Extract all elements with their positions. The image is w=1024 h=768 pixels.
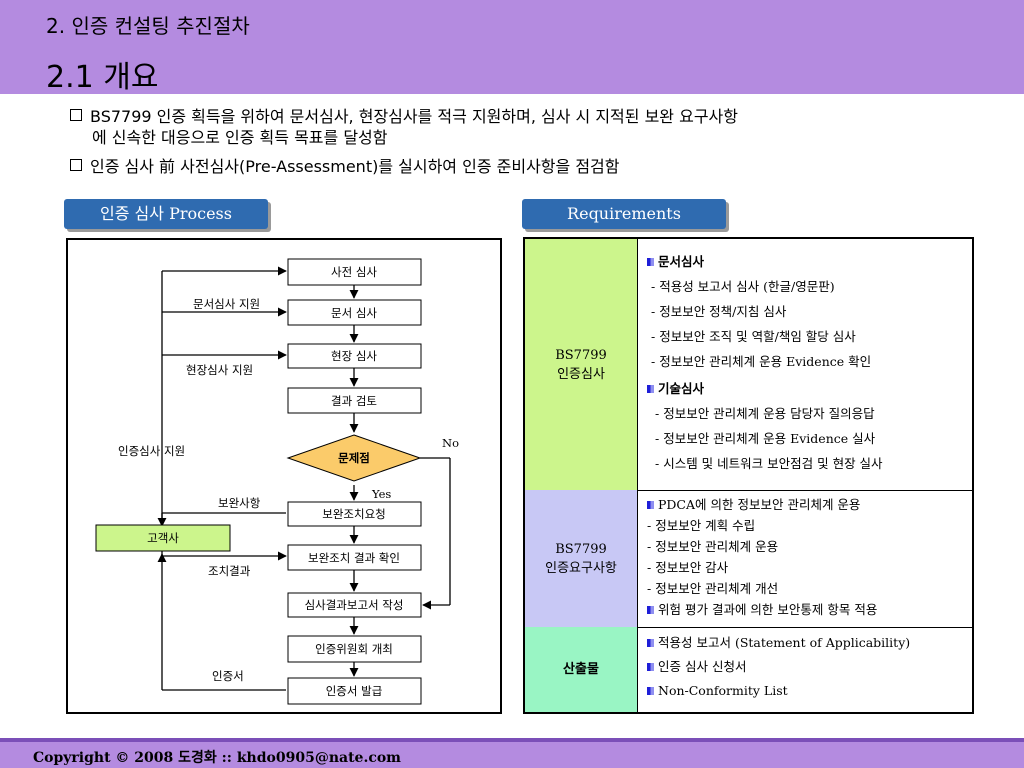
bullet-1-line-1: BS7799 인증 획득을 위하여 문서심사, 현장심사를 적극 지원하며, 심… bbox=[90, 107, 738, 126]
bullet-item-2: 인증 심사 前 사전심사(Pre-Assessment)를 실시하여 인증 준비… bbox=[70, 156, 619, 177]
list-item: - 정보보안 관리체계 운용 bbox=[647, 539, 779, 554]
step-box bbox=[287, 343, 422, 369]
step-box bbox=[287, 387, 422, 414]
row-header-line: 산출물 bbox=[563, 662, 599, 677]
requirements-row-certification-audit: BS7799 인증심사 문서심사 - 적용성 보고서 심사 (한글/영문판) - … bbox=[525, 239, 972, 491]
step-label: 인증서 발급 bbox=[326, 684, 383, 698]
checkbox-bullet-icon bbox=[70, 109, 82, 121]
step-box bbox=[287, 592, 422, 618]
row-body: PDCA에 의한 정보보안 관리체계 운용 - 정보보안 계획 수립 - 정보보… bbox=[647, 494, 967, 620]
requirements-row-deliverables: 산출물 적용성 보고서 (Statement of Applicability)… bbox=[525, 627, 972, 712]
step-label: 사전 심사 bbox=[331, 265, 377, 279]
list-item: - 정보보안 정책/지침 심사 bbox=[651, 304, 787, 319]
yes-label: Yes bbox=[371, 487, 391, 501]
bullet-square-icon bbox=[647, 687, 654, 695]
cert-support-label: 인증심사 지원 bbox=[118, 444, 185, 458]
no-label: No bbox=[442, 436, 459, 450]
customer-box bbox=[95, 524, 231, 552]
step-label: 결과 검토 bbox=[331, 394, 377, 408]
row-body: 적용성 보고서 (Statement of Applicability) 인증 … bbox=[647, 631, 967, 703]
step-box bbox=[287, 677, 422, 705]
step-box bbox=[287, 635, 422, 663]
slide-header bbox=[0, 0, 1024, 94]
list-item: - 정보보안 관리체계 운용 Evidence 확인 bbox=[651, 354, 872, 369]
footer-divider bbox=[0, 738, 1024, 742]
section-subtitle: 2. 인증 컨설팅 추진절차 bbox=[46, 14, 250, 38]
section-title: 기술심사 bbox=[647, 376, 967, 401]
bullet-square-icon bbox=[647, 606, 654, 614]
list-item: - 정보보안 계획 수립 bbox=[647, 518, 756, 533]
requirements-section-label: Requirements bbox=[522, 199, 726, 229]
list-item: - 정보보안 감사 bbox=[647, 560, 729, 575]
list-item: - 정보보안 관리체계 개선 bbox=[647, 581, 779, 596]
list-item: - 적용성 보고서 심사 (한글/영문판) bbox=[651, 279, 835, 294]
row-body: 문서심사 - 적용성 보고서 심사 (한글/영문판) - 정보보안 정책/지침 … bbox=[647, 249, 967, 476]
doc-support-label: 문서심사 지원 bbox=[193, 297, 260, 311]
process-flow-diagram: 사전 심사 문서 심사 현장 심사 결과 검토 문제점 보완조치요청 보완조치 … bbox=[95, 258, 459, 705]
step-label: 문서 심사 bbox=[331, 306, 377, 320]
step-label: 인증위원회 개최 bbox=[315, 642, 393, 656]
row-header: BS7799 인증요구사항 bbox=[525, 490, 638, 627]
bullet-item-1: BS7799 인증 획득을 위하여 문서심사, 현장심사를 적극 지원하며, 심… bbox=[70, 106, 970, 148]
row-header: BS7799 인증심사 bbox=[525, 239, 638, 490]
step-label: 보완조치 결과 확인 bbox=[308, 551, 400, 565]
bullet-square-icon bbox=[647, 639, 654, 647]
bullet-square-icon bbox=[647, 663, 654, 671]
slide-footer bbox=[0, 738, 1024, 768]
step-label: 보완조치요청 bbox=[322, 507, 385, 521]
step-box bbox=[287, 299, 422, 326]
site-support-label: 현장심사 지원 bbox=[186, 363, 253, 377]
list-item: - 시스템 및 네트워크 보안점검 및 현장 실사 bbox=[655, 456, 883, 471]
supplement-label: 보완사항 bbox=[218, 496, 261, 510]
action-result-label: 조치결과 bbox=[208, 564, 251, 578]
list-item: Non-Conformity List bbox=[647, 679, 967, 703]
row-header: 산출물 bbox=[525, 627, 638, 712]
step-box bbox=[287, 544, 422, 571]
process-flow-frame: 사전 심사 문서 심사 현장 심사 결과 검토 문제점 보완조치요청 보완조치 … bbox=[66, 238, 502, 714]
section-title: 문서심사 bbox=[647, 249, 967, 274]
customer-label: 고객사 bbox=[147, 531, 179, 545]
list-item: - 정보보안 관리체계 운용 Evidence 실사 bbox=[655, 431, 876, 446]
certificate-label: 인증서 bbox=[212, 669, 244, 683]
decision-diamond bbox=[286, 434, 422, 482]
slide-title: 2.1 개요 bbox=[46, 60, 159, 95]
process-section-label: 인증 심사 Process bbox=[64, 199, 268, 229]
copyright-text: Copyright © 2008 도경화 :: khdo0905@nate.co… bbox=[33, 750, 401, 766]
bullet-1-line-2: 에 신속한 대응으로 인증 획득 목표를 달성함 bbox=[92, 128, 388, 147]
list-item: 인증 심사 신청서 bbox=[647, 655, 967, 679]
row-header-line: BS7799 bbox=[555, 347, 607, 363]
list-item: 위험 평가 결과에 의한 보안통제 항목 적용 bbox=[647, 599, 967, 620]
step-box bbox=[287, 258, 422, 286]
checkbox-bullet-icon bbox=[70, 159, 82, 171]
requirements-row-certification-requirements: BS7799 인증요구사항 PDCA에 의한 정보보안 관리체계 운용 - 정보보… bbox=[525, 490, 972, 628]
decision-label: 문제점 bbox=[338, 451, 370, 465]
list-item: - 정보보안 관리체계 운용 담당자 질의응답 bbox=[655, 406, 875, 421]
bullet-square-icon bbox=[647, 385, 654, 393]
list-item: PDCA에 의한 정보보안 관리체계 운용 bbox=[647, 494, 967, 515]
step-box bbox=[287, 501, 422, 527]
row-header-line: BS7799 bbox=[555, 541, 607, 557]
step-label: 현장 심사 bbox=[331, 349, 377, 363]
step-label: 심사결과보고서 작성 bbox=[305, 598, 404, 612]
list-item: - 정보보안 조직 및 역할/책임 할당 심사 bbox=[651, 329, 856, 344]
row-header-line: 인증심사 bbox=[557, 366, 605, 382]
list-item: 적용성 보고서 (Statement of Applicability) bbox=[647, 631, 967, 655]
requirements-table: BS7799 인증심사 문서심사 - 적용성 보고서 심사 (한글/영문판) - … bbox=[523, 237, 974, 714]
row-header-line: 인증요구사항 bbox=[545, 560, 617, 576]
bullet-square-icon bbox=[647, 501, 654, 509]
bullet-2-text: 인증 심사 前 사전심사(Pre-Assessment)를 실시하여 인증 준비… bbox=[90, 157, 620, 176]
bullet-square-icon bbox=[647, 258, 654, 266]
